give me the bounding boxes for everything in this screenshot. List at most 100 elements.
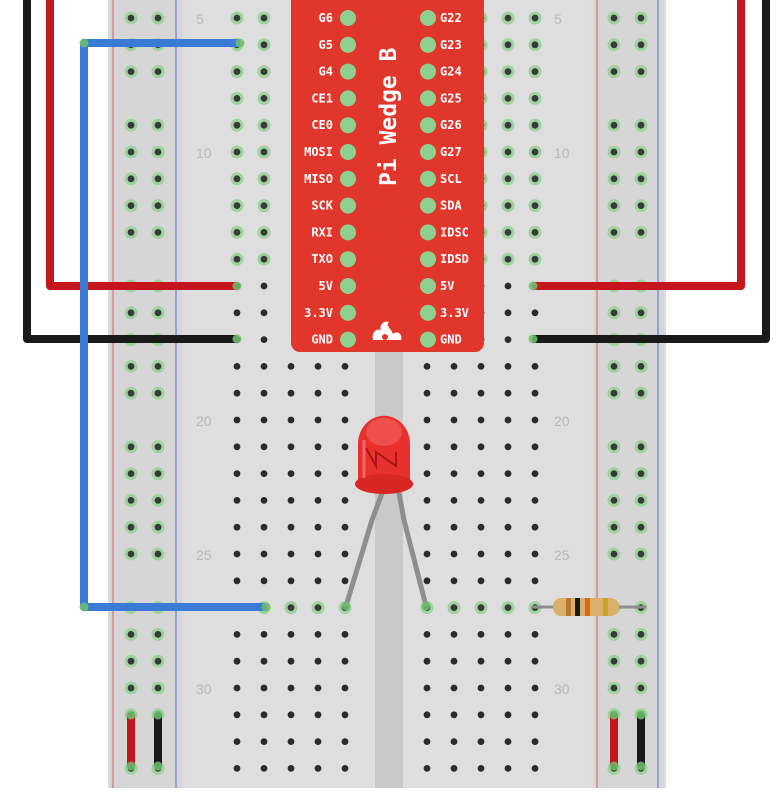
breadboard-hole[interactable] xyxy=(341,738,349,745)
breadboard-hole[interactable] xyxy=(504,631,512,638)
breadboard-hole[interactable] xyxy=(233,470,241,477)
breadboard-hole[interactable] xyxy=(501,91,515,105)
rail-hole[interactable] xyxy=(124,493,138,507)
wedge-pin[interactable] xyxy=(340,278,356,294)
breadboard-hole[interactable] xyxy=(477,577,485,585)
breadboard-hole[interactable] xyxy=(423,470,431,477)
red-5v-wire-left[interactable] xyxy=(46,0,237,290)
breadboard-hole[interactable] xyxy=(501,118,515,132)
breadboard-hole[interactable] xyxy=(287,765,295,772)
breadboard-hole[interactable] xyxy=(501,172,515,186)
rail-hole[interactable] xyxy=(151,225,165,239)
breadboard-hole[interactable] xyxy=(233,550,241,558)
breadboard-hole[interactable] xyxy=(257,252,271,266)
breadboard-hole[interactable] xyxy=(528,118,542,132)
wedge-pin[interactable] xyxy=(420,63,436,80)
breadboard-hole[interactable] xyxy=(531,389,539,397)
rail-hole[interactable] xyxy=(124,681,138,695)
rail-hole[interactable] xyxy=(124,520,138,534)
rail-hole[interactable] xyxy=(124,11,138,25)
breadboard-hole[interactable] xyxy=(501,11,515,25)
breadboard-hole[interactable] xyxy=(531,657,539,665)
breadboard-hole[interactable] xyxy=(528,252,542,266)
breadboard-hole[interactable] xyxy=(531,765,539,772)
breadboard-hole[interactable] xyxy=(341,765,349,772)
breadboard-hole[interactable] xyxy=(233,309,241,317)
breadboard-hole[interactable] xyxy=(287,363,295,370)
rail-hole[interactable] xyxy=(151,627,165,641)
rail-hole[interactable] xyxy=(124,627,138,641)
breadboard-hole[interactable] xyxy=(504,443,512,451)
breadboard-hole[interactable] xyxy=(230,118,244,132)
breadboard-hole[interactable] xyxy=(314,363,322,370)
black-gnd-wire-left[interactable] xyxy=(23,0,237,343)
wedge-pin[interactable] xyxy=(420,224,436,241)
breadboard-hole[interactable] xyxy=(504,336,512,343)
wedge-pin[interactable] xyxy=(340,90,356,107)
breadboard-hole[interactable] xyxy=(477,523,485,531)
rail-hole[interactable] xyxy=(634,359,648,373)
rail-hole[interactable] xyxy=(634,145,648,159)
black-gnd-wire-right[interactable] xyxy=(533,0,770,343)
breadboard-hole[interactable] xyxy=(477,389,485,397)
rail-hole[interactable] xyxy=(634,493,648,507)
breadboard-hole[interactable] xyxy=(341,416,349,424)
breadboard-hole[interactable] xyxy=(504,389,512,397)
wedge-pin[interactable] xyxy=(340,304,356,321)
breadboard-hole[interactable] xyxy=(531,711,539,719)
breadboard-hole[interactable] xyxy=(287,711,295,719)
wedge-pin[interactable] xyxy=(420,36,436,53)
rail-hole[interactable] xyxy=(634,172,648,186)
rail-hole[interactable] xyxy=(607,65,621,79)
breadboard-hole[interactable] xyxy=(477,765,485,772)
breadboard-hole[interactable] xyxy=(233,363,241,370)
breadboard-hole[interactable] xyxy=(341,389,349,397)
breadboard-hole[interactable] xyxy=(287,523,295,531)
rail-hole[interactable] xyxy=(124,386,138,400)
rail-hole[interactable] xyxy=(607,654,621,668)
rail-hole[interactable] xyxy=(634,118,648,132)
wedge-pin[interactable] xyxy=(420,331,436,348)
rail-hole[interactable] xyxy=(634,306,648,320)
resistor-icon[interactable] xyxy=(532,598,646,616)
breadboard-hole[interactable] xyxy=(260,389,268,397)
breadboard-hole[interactable] xyxy=(450,389,458,397)
wedge-pin[interactable] xyxy=(340,36,356,53)
breadboard-hole[interactable] xyxy=(477,631,485,638)
breadboard-hole[interactable] xyxy=(284,601,298,615)
rail-hole[interactable] xyxy=(607,199,621,213)
breadboard-hole[interactable] xyxy=(531,684,539,692)
breadboard-hole[interactable] xyxy=(230,11,244,25)
breadboard-hole[interactable] xyxy=(260,738,268,745)
breadboard-hole[interactable] xyxy=(287,577,295,585)
breadboard-hole[interactable] xyxy=(531,443,539,451)
breadboard-hole[interactable] xyxy=(504,684,512,692)
breadboard-hole[interactable] xyxy=(531,577,539,585)
breadboard-hole[interactable] xyxy=(477,497,485,504)
rail-hole[interactable] xyxy=(607,359,621,373)
wedge-pin[interactable] xyxy=(420,10,436,26)
breadboard-hole[interactable] xyxy=(450,577,458,585)
rail-hole[interactable] xyxy=(151,11,165,25)
rail-hole[interactable] xyxy=(124,65,138,79)
wedge-pin[interactable] xyxy=(420,144,436,160)
breadboard-hole[interactable] xyxy=(504,309,512,317)
breadboard-hole[interactable] xyxy=(528,11,542,25)
breadboard-hole[interactable] xyxy=(531,523,539,531)
rail-hole[interactable] xyxy=(607,440,621,454)
rail-hole[interactable] xyxy=(151,440,165,454)
breadboard-hole[interactable] xyxy=(423,684,431,692)
breadboard-hole[interactable] xyxy=(504,550,512,558)
breadboard-hole[interactable] xyxy=(233,443,241,451)
breadboard-hole[interactable] xyxy=(531,416,539,424)
breadboard-hole[interactable] xyxy=(531,363,539,370)
rail-hole[interactable] xyxy=(124,467,138,481)
rail-hole[interactable] xyxy=(151,386,165,400)
breadboard-hole[interactable] xyxy=(450,657,458,665)
breadboard-hole[interactable] xyxy=(233,631,241,638)
breadboard-hole[interactable] xyxy=(477,657,485,665)
rail-hole[interactable] xyxy=(124,359,138,373)
breadboard-hole[interactable] xyxy=(477,416,485,424)
breadboard-hole[interactable] xyxy=(474,601,488,615)
breadboard-hole[interactable] xyxy=(257,225,271,239)
